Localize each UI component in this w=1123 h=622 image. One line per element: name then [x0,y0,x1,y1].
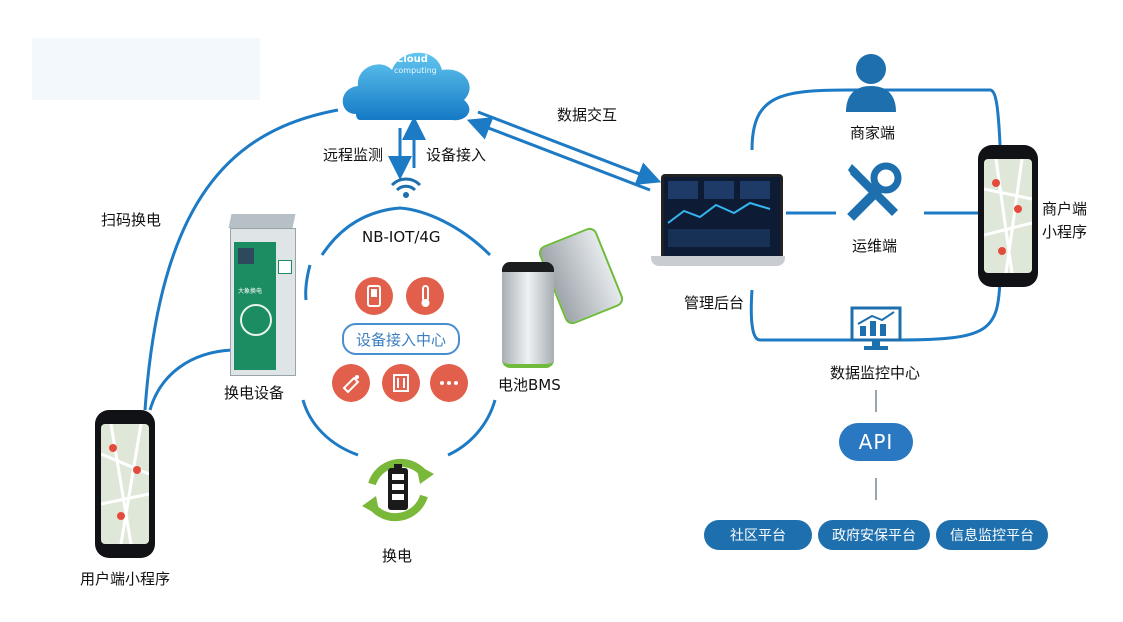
api-badge: API [839,423,913,461]
iot-circle-top [320,206,492,257]
admin-laptop-screen [661,174,783,260]
more-icon [430,364,468,402]
swap-device-label: 换电设备 [224,384,285,402]
phone-icon [355,277,393,315]
cloud-computing: Cloud computing [336,40,480,128]
data-monitor-center-label: 数据监控中心 [830,364,921,382]
thermometer-icon [406,277,444,315]
cabinet-phone-line [148,348,233,411]
data-exchange-arrow-out [477,110,662,185]
data-exchange-arrow-in [466,117,651,192]
ops-end-label: 运维端 [852,237,898,255]
wifi-icon [390,177,422,198]
device-access-label: 设备接入 [426,146,487,164]
cloud-title: Cloud [396,54,428,65]
door-icon [382,364,420,402]
platform-info-monitor: 信息监控平台 [936,520,1048,550]
cabinet-brand: 大象换电 [238,288,263,295]
merchant-phone-map [984,159,1032,273]
swap-cycle-icon [362,458,434,522]
user-icon [846,54,896,112]
cabinet-qr [278,260,292,274]
admin-laptop-base [651,256,785,266]
cabinet-roof [228,214,296,228]
swap-cabinet: 大象换电 [222,214,302,376]
merchant-phone [978,145,1038,287]
data-exchange-label: 数据交互 [557,106,618,124]
scan-swap-line [143,108,339,411]
nb-iot-label: NB-IOT/4G [362,228,441,246]
platform-community: 社区平台 [704,520,812,550]
iot-circle-left-upper [304,264,312,301]
platform-government: 政府安保平台 [818,520,930,550]
battery-bms-label: 电池BMS [498,376,561,394]
cloud-icon [342,52,470,121]
right-oval [749,88,1002,342]
iot-circle-left [301,399,359,457]
swap-label: 换电 [382,547,413,565]
merchant-miniprogram-label-line1: 商户端 [1042,200,1088,218]
blank-panel [32,38,260,100]
user-phone [95,410,155,558]
user-miniprogram-label: 用户端小程序 [80,570,171,588]
cloud-subtitle: computing [394,66,437,75]
cabinet-screen [238,248,254,264]
remote-monitor-label: 远程监测 [323,146,384,164]
scan-swap-label: 扫码换电 [101,211,162,229]
battery-bms [494,225,626,368]
device-access-center: 设备接入中心 [342,323,460,355]
merchant-end-label: 商家端 [850,124,896,142]
merchant-miniprogram-label-line2: 小程序 [1042,223,1088,241]
tools-icon [847,162,902,221]
admin-backend-label: 管理后台 [684,294,745,312]
smoke-icon [332,364,370,402]
iot-circle-right [447,399,497,457]
cabinet-emblem [240,304,272,336]
monitor-chart-icon [850,306,902,350]
user-phone-map [101,424,149,544]
battery-front [502,262,554,368]
